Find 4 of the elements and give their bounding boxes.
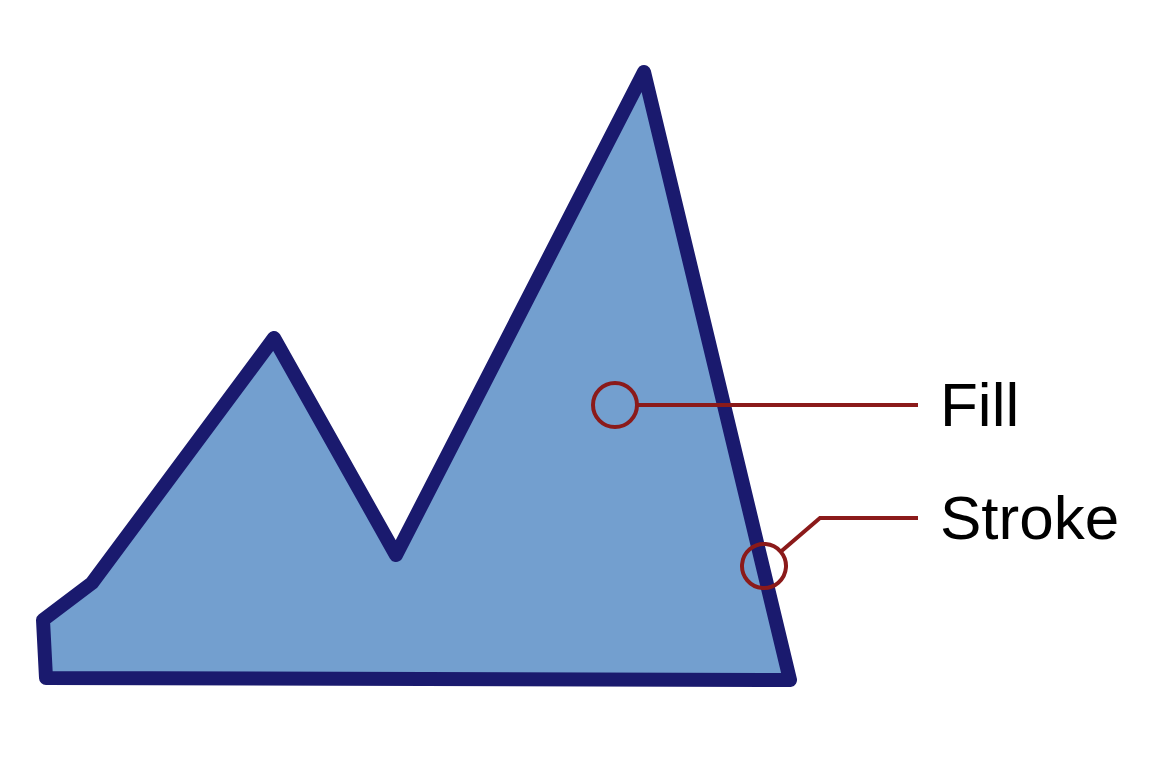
leader-line: [591, 381, 918, 429]
callout-label: Stroke: [918, 482, 1120, 554]
leader-line: [740, 516, 918, 590]
callout-label: Fill: [918, 369, 1020, 441]
